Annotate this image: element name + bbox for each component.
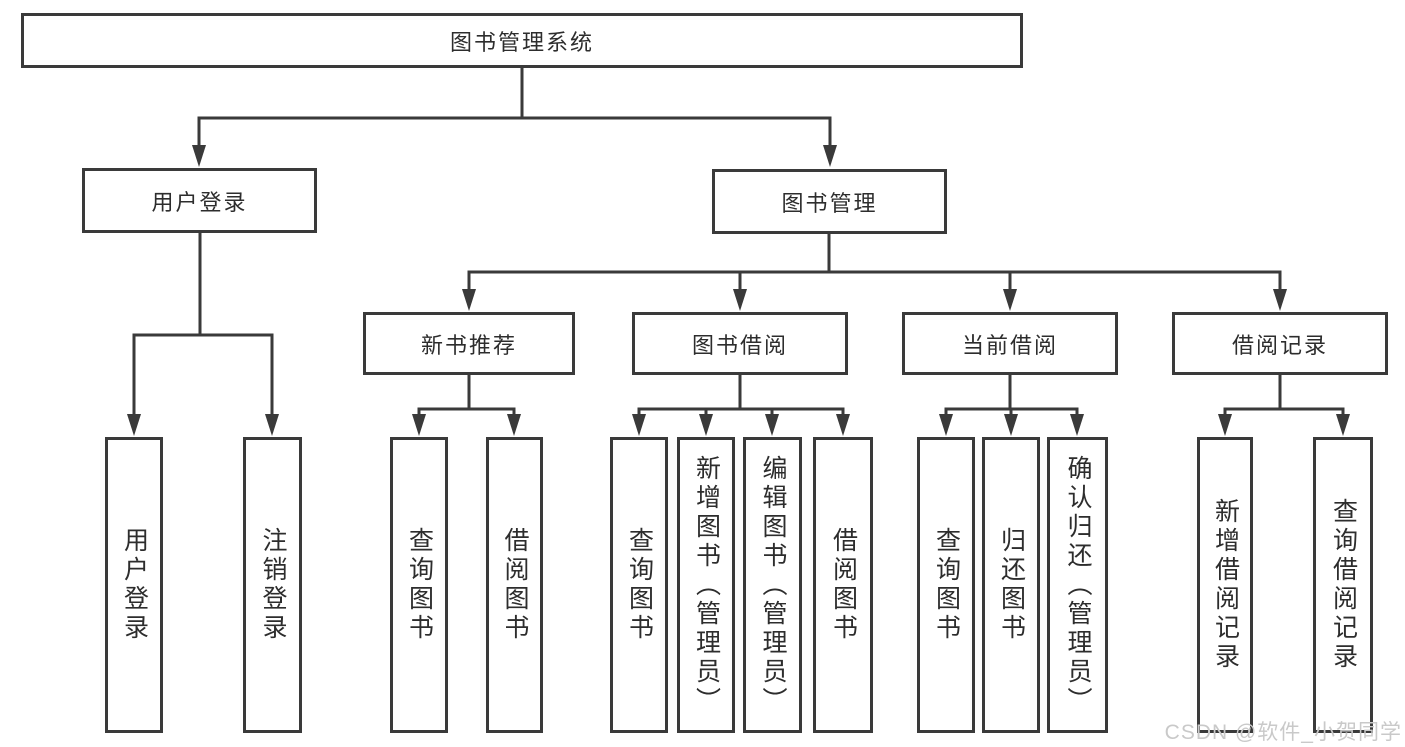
arrow-to-leaf-borrow-edit-books — [765, 409, 779, 436]
node-label: 查询图书 — [625, 527, 654, 643]
watermark: CSDN @软件_小贺同学 — [1164, 721, 1402, 744]
leaf-newrec-query-books: 查询图书 — [390, 437, 448, 733]
arrow-to-leaf-current-confirm-return — [1070, 409, 1084, 436]
arrow-to-leaf-records-add-record — [1218, 409, 1232, 436]
node-label: 当前借阅 — [961, 332, 1058, 358]
arrow-to-leaf-newrec-borrow-books — [507, 409, 521, 436]
arrow-to-book-management — [823, 118, 837, 167]
arrow-to-leaf-user-login — [127, 335, 141, 436]
node-new-book-recommend: 新书推荐 — [363, 312, 575, 375]
node-label: 借阅记录 — [1231, 332, 1328, 358]
node-library-system: 图书管理系统 — [21, 13, 1023, 68]
arrow-to-leaf-borrow-query-books — [632, 409, 646, 436]
leaf-records-add-record: 新增借阅记录 — [1197, 437, 1253, 733]
leaf-borrow-query-books: 查询图书 — [610, 437, 668, 733]
node-label: 新增借阅记录 — [1211, 498, 1240, 672]
leaf-borrow-edit-books-admin: 编辑图书（管理员） — [743, 437, 802, 733]
node-label: 用户登录 — [120, 527, 149, 643]
node-label: 查询图书 — [932, 527, 961, 643]
node-book-management: 图书管理 — [712, 169, 947, 234]
leaf-current-return-books: 归还图书 — [982, 437, 1040, 733]
arrow-to-leaf-logout — [265, 335, 279, 436]
arrow-to-user-login — [192, 118, 206, 167]
node-label: 借阅图书 — [829, 527, 858, 643]
node-label: 新书推荐 — [420, 332, 517, 358]
node-label: 图书管理 — [781, 190, 878, 216]
arrow-to-leaf-current-return-books — [1004, 409, 1018, 436]
node-label: 用户登录 — [151, 189, 248, 215]
node-label: 图书管理系统 — [449, 29, 594, 55]
leaf-records-query-record: 查询借阅记录 — [1313, 437, 1373, 733]
node-user-login: 用户登录 — [82, 168, 317, 233]
node-current-borrow: 当前借阅 — [902, 312, 1118, 375]
node-label: 编辑图书（管理员） — [759, 454, 787, 716]
node-label: 确认归还（管理员） — [1064, 454, 1092, 716]
leaf-borrow-borrow-books: 借阅图书 — [813, 437, 873, 733]
node-label: 借阅图书 — [501, 527, 529, 643]
leaf-user-login: 用户登录 — [105, 437, 163, 733]
node-label: 归还图书 — [997, 527, 1026, 643]
arrow-to-leaf-borrow-borrow-books — [836, 409, 850, 436]
leaf-current-query-books: 查询图书 — [917, 437, 975, 733]
arrow-to-borrow-records — [1273, 272, 1287, 311]
node-label: 查询图书 — [405, 527, 434, 643]
leaf-borrow-add-books-admin: 新增图书（管理员） — [677, 437, 735, 733]
arrow-to-leaf-newrec-query-books — [412, 409, 426, 436]
node-borrow-records: 借阅记录 — [1172, 312, 1388, 375]
leaf-newrec-borrow-books: 借阅图书 — [486, 437, 543, 733]
arrow-to-book-borrow — [733, 272, 747, 311]
leaf-logout: 注销登录 — [243, 437, 302, 733]
node-label: 图书借阅 — [691, 332, 788, 358]
node-label: 查询借阅记录 — [1329, 498, 1358, 672]
arrow-to-new-book-recommend — [462, 272, 476, 311]
node-book-borrow: 图书借阅 — [632, 312, 848, 375]
arrow-to-leaf-records-query-record — [1336, 409, 1350, 436]
arrow-to-leaf-current-query-books — [939, 409, 953, 436]
node-label: 新增图书（管理员） — [692, 454, 721, 716]
node-label: 注销登录 — [259, 527, 287, 643]
leaf-current-confirm-return-admin: 确认归还（管理员） — [1047, 437, 1108, 733]
arrow-to-current-borrow — [1003, 272, 1017, 311]
arrow-to-leaf-borrow-add-books — [699, 409, 713, 436]
